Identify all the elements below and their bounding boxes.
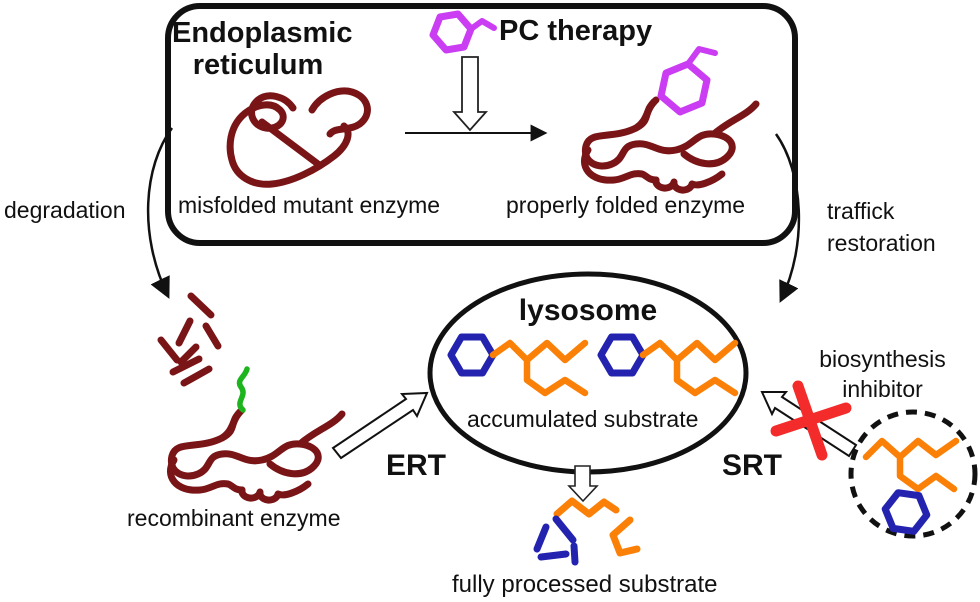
traffick-arrow [774, 133, 801, 303]
er-title-line2: reticulum [192, 49, 324, 82]
er-box [165, 3, 798, 246]
er-title-line1: Endoplasmic [172, 17, 353, 49]
lysosome-label: lysosome [518, 294, 658, 327]
er-box-title: Endoplasmic reticulum [172, 17, 353, 82]
folded-enzyme-label: properly folded enzyme [506, 192, 746, 218]
red-cross-icon [770, 380, 852, 461]
degraded-fragments-icon [157, 292, 222, 387]
degradation-arrow [146, 127, 174, 299]
ert-label: ERT [386, 449, 446, 482]
recombinant-enzyme-label: recombinant enzyme [127, 505, 341, 531]
srt-label: SRT [722, 449, 782, 482]
glyco-tag-icon [236, 366, 250, 413]
accumulated-substrate-label: accumulated substrate [467, 406, 699, 432]
biosynthesis-inhibitor-label: biosynthesis inhibitor [800, 344, 965, 404]
degradation-label: degradation [4, 197, 126, 223]
traffick-line1: traffick [827, 198, 895, 224]
ert-arrow [331, 391, 429, 460]
recombinant-enzyme-icon [170, 410, 342, 500]
inhibitor-circle [848, 409, 978, 539]
processed-arrow [567, 465, 599, 503]
biosynthesis-line2: inhibitor [842, 376, 923, 402]
chaperone-on-enzyme-icon [657, 46, 718, 116]
pc-therapy-label: PC therapy [499, 15, 653, 47]
biosynthesis-line1: biosynthesis [819, 346, 946, 372]
traffick-restoration-label: traffick restoration [827, 195, 936, 259]
pc-chaperone-icon [429, 10, 497, 54]
pc-down-arrow [451, 56, 489, 132]
misfolded-enzyme-icon [226, 87, 371, 188]
fully-processed-substrate-label: fully processed substrate [452, 571, 718, 598]
misfolded-enzyme-label: misfolded mutant enzyme [178, 192, 441, 218]
traffick-line2: restoration [827, 230, 936, 256]
processed-fragments-icon [533, 497, 641, 566]
